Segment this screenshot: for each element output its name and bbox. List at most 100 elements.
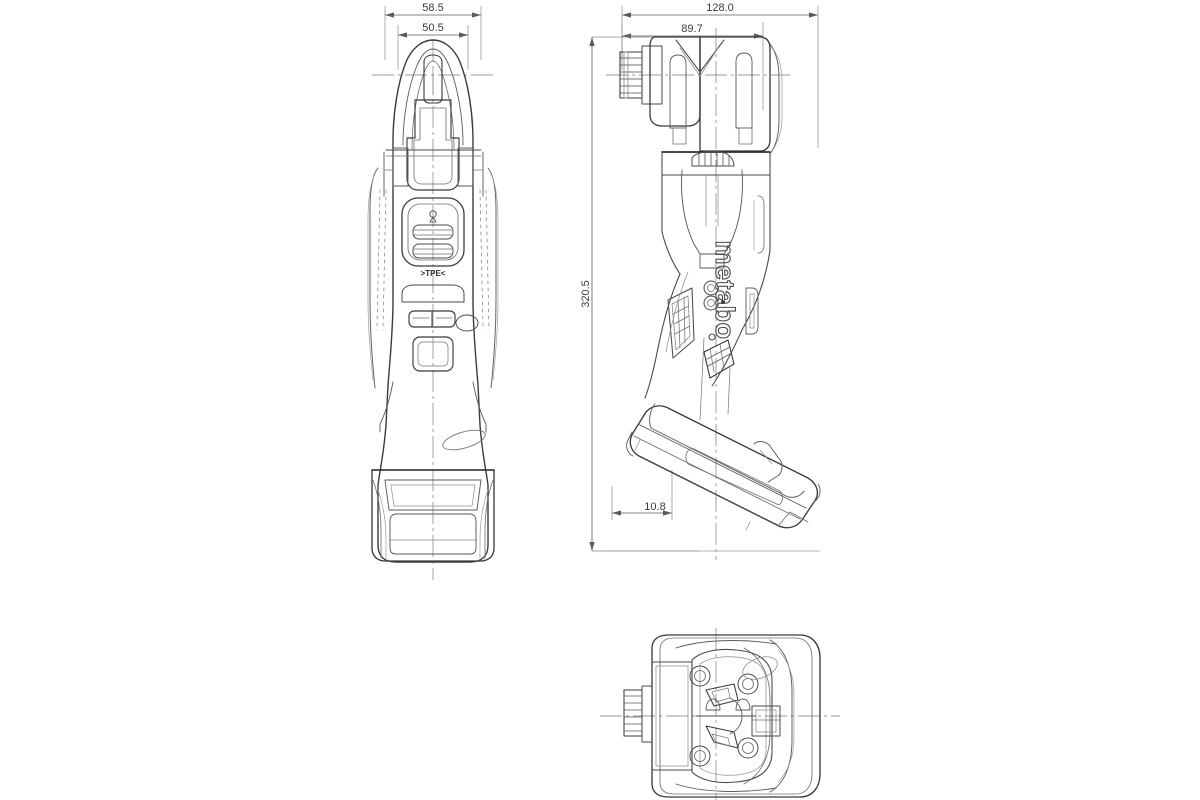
front-battery-left-rib <box>371 477 382 559</box>
top-post-left <box>705 698 721 711</box>
front-lock-button <box>412 336 454 372</box>
front-blade-clamp <box>423 54 443 104</box>
front-battery-body <box>389 513 477 555</box>
front-vent-detail <box>442 429 486 451</box>
side-battery-pack <box>626 403 821 531</box>
side-trigger-guard-left <box>681 169 701 255</box>
top-blade-mount <box>623 685 653 743</box>
side-release-latch <box>745 287 759 335</box>
side-internal-rib-left <box>669 54 687 129</box>
side-grip-lower-right <box>711 329 743 387</box>
dimension-label-58-5: 58.5 <box>422 2 443 14</box>
dimension-label-10-8: 10.8 <box>644 501 665 513</box>
side-trigger-guard-right <box>723 169 743 255</box>
front-trigger-switch <box>408 310 456 328</box>
top-right-grip-shell <box>769 639 793 793</box>
front-side-button <box>455 314 479 332</box>
top-right-grip-shell-2 <box>777 649 795 783</box>
brand-logo-dot <box>708 333 716 341</box>
front-right-shoulder <box>457 147 474 187</box>
front-right-softgrip-2 <box>491 175 499 381</box>
side-gear-neck <box>641 45 663 105</box>
top-contour-upper <box>675 640 777 649</box>
top-surface-vent <box>742 656 778 680</box>
side-internal-rib-right <box>735 52 753 129</box>
top-gear-plate-inner <box>699 656 767 776</box>
dimension-label-50-5: 50.5 <box>422 22 443 34</box>
top-clamp-lower <box>705 725 739 749</box>
side-trigger-slots <box>705 175 719 227</box>
front-head-inner-contour-2 <box>411 60 455 151</box>
front-speed-dial-recess <box>401 197 465 267</box>
side-port-lower-inner <box>707 299 715 307</box>
dimension-89-7: 89.7 <box>621 22 764 110</box>
front-battery-right-rib2 <box>479 489 489 559</box>
front-left-softgrip-2 <box>367 175 375 381</box>
front-right-taper <box>472 381 487 433</box>
top-clamp-upper <box>705 683 739 707</box>
top-center-hub <box>729 697 743 735</box>
side-view: metabo <box>603 36 821 552</box>
side-upper-housing <box>699 36 771 152</box>
top-outer-body <box>651 634 821 798</box>
front-head-inner-contour <box>402 48 464 146</box>
top-gear-plate <box>691 648 773 784</box>
front-battery-top-face-inner <box>390 484 476 507</box>
front-speed-dial-recess-inner <box>407 203 459 261</box>
side-grip-lower-left-2 <box>665 271 689 353</box>
top-right-grip-inner <box>743 647 771 785</box>
dimension-label-89-7: 89.7 <box>681 23 702 35</box>
side-switch-guide-line-2 <box>727 367 731 415</box>
side-grip-left-edge <box>661 174 681 275</box>
side-port-upper-inner <box>707 284 715 292</box>
dimension-58-5: 58.5 <box>384 2 482 60</box>
side-vent-grille <box>667 287 695 359</box>
side-port-marker-dot <box>721 300 725 304</box>
front-battery-left-rib2 <box>377 489 387 559</box>
brand-logo-text: metabo <box>710 240 740 339</box>
brand-logo-group: metabo <box>708 240 741 341</box>
top-post-right <box>735 698 751 711</box>
side-housing-right-shell <box>769 43 780 155</box>
side-upper-latch <box>757 195 765 254</box>
front-view: >TPE< <box>367 39 499 563</box>
front-lock-button-inner <box>417 341 449 367</box>
front-grip-band-sides <box>383 151 484 197</box>
front-left-taper <box>379 381 394 433</box>
side-battery-latch <box>753 441 783 483</box>
material-marking-tpe: >TPE< <box>421 269 446 278</box>
side-release-latch-inner <box>749 293 755 329</box>
front-grip-texture <box>376 189 490 331</box>
top-contour-lower <box>675 783 777 792</box>
side-trigger-block <box>699 253 725 269</box>
side-mid-collar <box>661 151 771 176</box>
side-grip-right-edge <box>741 174 771 331</box>
front-motor-housing-inner <box>413 107 453 185</box>
side-housing-right-shell2 <box>773 49 783 149</box>
dimension-annotations: 58.5 50.5 128.0 89.7 320.5 <box>384 2 819 552</box>
side-collar-vent <box>691 150 735 167</box>
side-port-upper <box>703 280 719 296</box>
side-rib-foot-right <box>738 127 753 145</box>
side-slider-switch <box>703 339 735 379</box>
side-battery-latch-line <box>759 449 773 465</box>
top-mounting-bolts <box>689 665 759 767</box>
side-grip-lower-left <box>644 273 681 399</box>
side-gear-head <box>649 36 701 127</box>
top-right-boss <box>751 705 781 737</box>
dimension-50-5: 50.5 <box>397 22 469 70</box>
top-right-boss-inner <box>755 709 777 733</box>
top-clamp-lower-inner <box>711 733 731 747</box>
top-view <box>623 634 821 798</box>
front-battery-pack <box>371 469 495 562</box>
side-rib-foot-left <box>672 127 687 145</box>
dimension-label-128-0: 128.0 <box>706 2 734 14</box>
front-left-shoulder <box>392 147 409 187</box>
top-left-block-inner <box>655 665 689 767</box>
front-trigger-panel-top <box>401 284 465 303</box>
side-port-lower <box>703 295 719 311</box>
dimension-label-320-5: 320.5 <box>580 280 592 308</box>
